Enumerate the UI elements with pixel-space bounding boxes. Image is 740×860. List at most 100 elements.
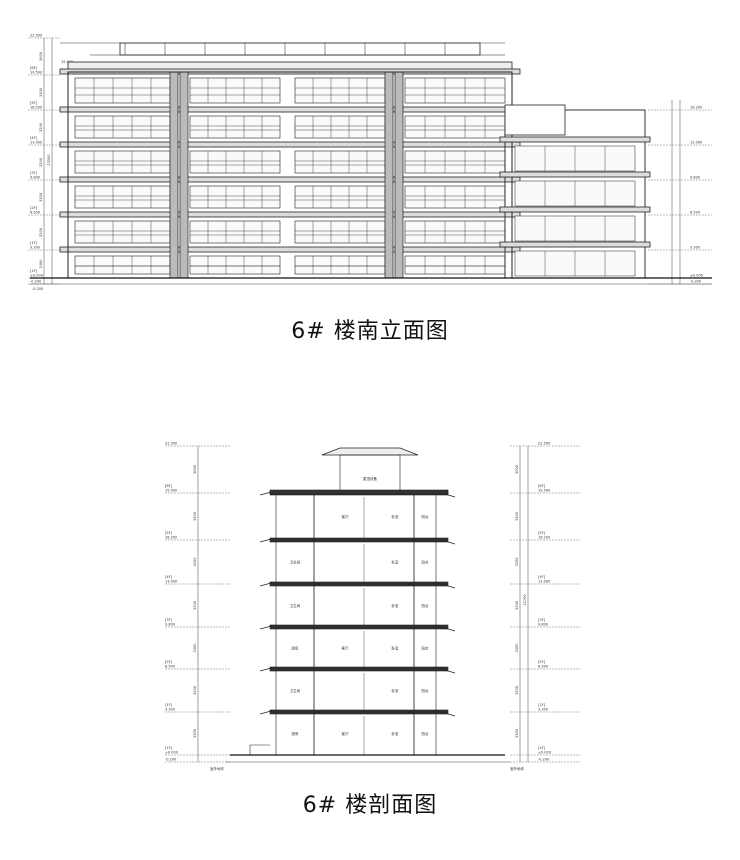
side-wing-slab <box>499 241 651 248</box>
section-dimension-text-left: 3200 <box>193 558 197 567</box>
section-dimension-text-left: 3300 <box>193 729 197 738</box>
level-elev-right: 16.200 <box>690 106 702 110</box>
eave-right <box>434 624 456 632</box>
section-dimension-text-left: 3300 <box>193 644 197 653</box>
section-caption: 6# 楼剖面图 <box>302 793 438 818</box>
room-label-far: 阳台 <box>422 603 430 608</box>
level-elev-right: ±0.000 <box>690 274 703 278</box>
section-level-tag-right: [6F] <box>538 484 546 488</box>
section-dimension-text-left: 3200 <box>193 601 197 610</box>
section-level-tag-left: [4F] <box>165 575 173 579</box>
level-elev-left: ±0.000 <box>30 274 43 278</box>
level-tag-left: [6F] <box>30 66 38 70</box>
section-level-tag-right: [3F] <box>538 618 546 622</box>
room-label-far: 阳台 <box>422 731 430 736</box>
floor-slab-band <box>59 211 521 218</box>
section-level-elev-right: 6.500 <box>538 665 548 669</box>
section-level-tag-right: [1F] <box>538 746 546 750</box>
window-bay <box>294 185 386 209</box>
dimension-text-left: 3300 <box>39 88 43 97</box>
eave-right <box>434 581 456 589</box>
section-level-tag-right: [5F] <box>538 531 546 535</box>
level-elev-left: 22.500 <box>30 34 42 38</box>
level-tag-left: [2F] <box>30 206 38 210</box>
section-dimension-text-right: 3200 <box>515 558 519 567</box>
dimension-text-left: 3300 <box>39 193 43 202</box>
section-level-tag-right: [4F] <box>538 575 546 579</box>
room-label-mid: 客厅 <box>342 514 350 519</box>
window-bay <box>294 77 386 104</box>
section-level-elev-right: -0.200 <box>538 758 549 762</box>
ground-elev-label: -0.200 <box>32 287 43 291</box>
window-bay <box>189 255 281 275</box>
level-tag-left: [4F] <box>30 136 38 140</box>
level-elev-left: 19.500 <box>30 71 42 75</box>
level-tag-left: [3F] <box>30 171 38 175</box>
room-label-left: 卫生间 <box>290 560 301 565</box>
roof-parapet <box>119 42 481 56</box>
section-level-tag-right: [1F] <box>538 703 546 707</box>
window-bay <box>189 185 281 209</box>
room-label-far: 阳台 <box>422 514 430 519</box>
floor-slab-band <box>59 176 521 183</box>
dimension-text-left: 3200 <box>39 158 43 167</box>
window-bay <box>294 115 386 139</box>
floor-slab-band <box>59 106 521 113</box>
section-level-elev-right: ±0.000 <box>538 751 551 755</box>
level-tag-left: [1F] <box>30 269 38 273</box>
section-level-elev-left: 9.800 <box>165 623 175 627</box>
room-label-far: 阳台 <box>422 646 430 651</box>
section-dimension-text-left: 3000 <box>193 465 197 474</box>
room-label-right: 卧室 <box>392 731 400 736</box>
section-level-elev-right: 22.500 <box>538 442 550 446</box>
room-label-left: 卫生间 <box>290 688 301 693</box>
eave-left <box>259 581 276 587</box>
section-level-tag-left: [2F] <box>165 660 173 664</box>
window-bay <box>404 115 506 139</box>
window-bay <box>74 115 171 139</box>
eave-left <box>259 666 276 672</box>
level-elev-left: 6.500 <box>30 211 40 215</box>
level-elev-left: 9.800 <box>30 176 40 180</box>
floor-slab-band <box>59 141 521 148</box>
level-elev-right: 13.000 <box>690 141 702 145</box>
room-label-right: 卧室 <box>392 514 400 519</box>
total-dimension-left: 22500 <box>47 154 51 165</box>
ground-note-right: 室外地坪 <box>510 766 524 771</box>
structural-column <box>179 71 189 279</box>
level-elev-left: 16.200 <box>30 106 42 110</box>
side-wing-slab <box>499 206 651 213</box>
room-label-right: 卧室 <box>392 560 400 565</box>
room-label-mid: 客厅 <box>342 646 350 651</box>
level-tag-left: [1F] <box>30 241 38 245</box>
window-bay <box>74 150 171 174</box>
top-slab <box>269 489 449 495</box>
window-bay <box>189 115 281 139</box>
section-total-dimension: 22700 <box>523 594 527 605</box>
room-label-right: 卧室 <box>392 646 400 651</box>
window-bay <box>74 77 171 104</box>
eave-right <box>434 709 456 717</box>
south-elevation-drawing: 22.500[6F]19.500[5F]16.200[4F]13.000[3F]… <box>28 34 712 291</box>
side-wing-slab <box>499 136 651 143</box>
roof-equipment-room <box>339 454 401 494</box>
eave-right <box>434 666 456 674</box>
section-level-tag-left: [1F] <box>165 746 173 750</box>
section-level-elev-right: 19.500 <box>538 489 550 493</box>
section-dimension-text-left: 3200 <box>193 686 197 695</box>
room-label-far: 阳台 <box>422 688 430 693</box>
level-elev-right: 3.300 <box>690 246 700 250</box>
section-level-elev-right: 9.800 <box>538 623 548 627</box>
side-wing-pavilion <box>504 104 566 136</box>
side-wing-slab <box>499 171 651 178</box>
section-level-tag-left: [5F] <box>165 531 173 535</box>
section-dimension-text-right: 3200 <box>515 686 519 695</box>
section-level-elev-left: 16.200 <box>165 536 177 540</box>
section-level-elev-left: 6.500 <box>165 665 175 669</box>
eave-right <box>434 537 456 545</box>
section-level-elev-right: 13.000 <box>538 580 550 584</box>
structural-column <box>384 71 394 279</box>
eave-left <box>259 709 276 715</box>
section-level-elev-right: 3.300 <box>538 708 548 712</box>
